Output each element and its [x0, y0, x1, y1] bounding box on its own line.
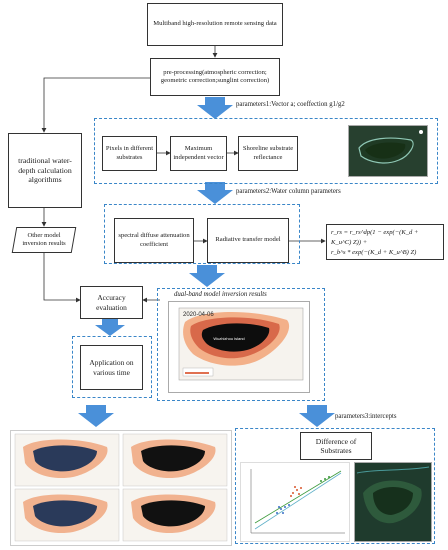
dual-band-container	[157, 288, 325, 401]
spectral-box: spectral diffuse attenuation coefficient	[114, 218, 194, 263]
multiband-data-box: Multiband high-resolution remote sensing…	[147, 3, 283, 46]
time-series-graphic	[14, 433, 228, 542]
flow-arrow	[197, 97, 233, 119]
preprocessing-box: pre-processing(atmospheric correction; g…	[150, 58, 280, 96]
bathymetry-map-graphic: Wuzhizhou island 2020-04-06	[178, 307, 304, 381]
island-satellite-graphic	[349, 126, 427, 176]
substrate-scatter-plot	[240, 462, 350, 542]
map-panel	[122, 433, 228, 487]
radiative-transfer-formula: r_rs = r_rs^dp(1 − exp(−(K_d + K_u^C) Z)…	[326, 224, 444, 260]
application-box: Application on various time	[80, 345, 143, 390]
shoreline-box: Shoreline substrate reflectance	[238, 136, 298, 171]
scatter-graphic	[250, 469, 345, 534]
pixels-box: Pixels in different substrates	[102, 136, 157, 171]
radiative-box: Radiative transfer model	[207, 218, 289, 263]
dual-band-map: Wuzhizhou island 2020-04-06	[168, 301, 310, 393]
flow-arrow	[78, 405, 114, 427]
formula-line-1: r_rs = r_rs^dp(1 − exp(−(K_d + K_u^C) Z)…	[331, 229, 419, 246]
formula-line-2: r_b^s * exp(−(K_d + K_u^B) Z)	[331, 248, 417, 256]
map-panel	[122, 488, 228, 542]
traditional-algorithms-box: traditional water-depth calculation algo…	[8, 133, 82, 208]
parameters1-container	[94, 118, 438, 184]
substrate-satellite-graphic	[355, 463, 431, 541]
flow-arrow	[189, 265, 225, 287]
map-panel	[14, 488, 120, 542]
parameters3-label: parameters3:intercepts	[335, 413, 397, 420]
substrate-satellite-image	[354, 462, 432, 542]
flow-arrow	[95, 319, 125, 336]
parameters2-label: parameters2:Water column parameters	[236, 188, 341, 195]
other-model-label: Other model inversion results	[22, 232, 66, 247]
max-vector-box: Maximum independent vector	[170, 136, 227, 171]
accuracy-box: Accuracy evaluation	[80, 286, 143, 319]
dual-band-label: dual-band model inversion results	[174, 291, 267, 298]
other-model-box: Other model inversion results	[11, 227, 77, 253]
parameters1-label: parameters1:Vector a; coeffection g1/g2	[236, 101, 345, 108]
difference-box: Difference of Substrates	[300, 432, 372, 460]
map-panel	[14, 433, 120, 487]
parameters3-container	[235, 428, 435, 544]
flow-arrow	[197, 182, 233, 204]
parameters2-container	[104, 204, 300, 264]
map-date: 2020-04-06	[183, 312, 214, 318]
flow-arrow	[299, 405, 335, 427]
satellite-image	[348, 125, 428, 177]
time-series-maps	[10, 430, 232, 546]
island-label: Wuzhizhou island	[213, 336, 244, 341]
application-container	[72, 336, 152, 398]
